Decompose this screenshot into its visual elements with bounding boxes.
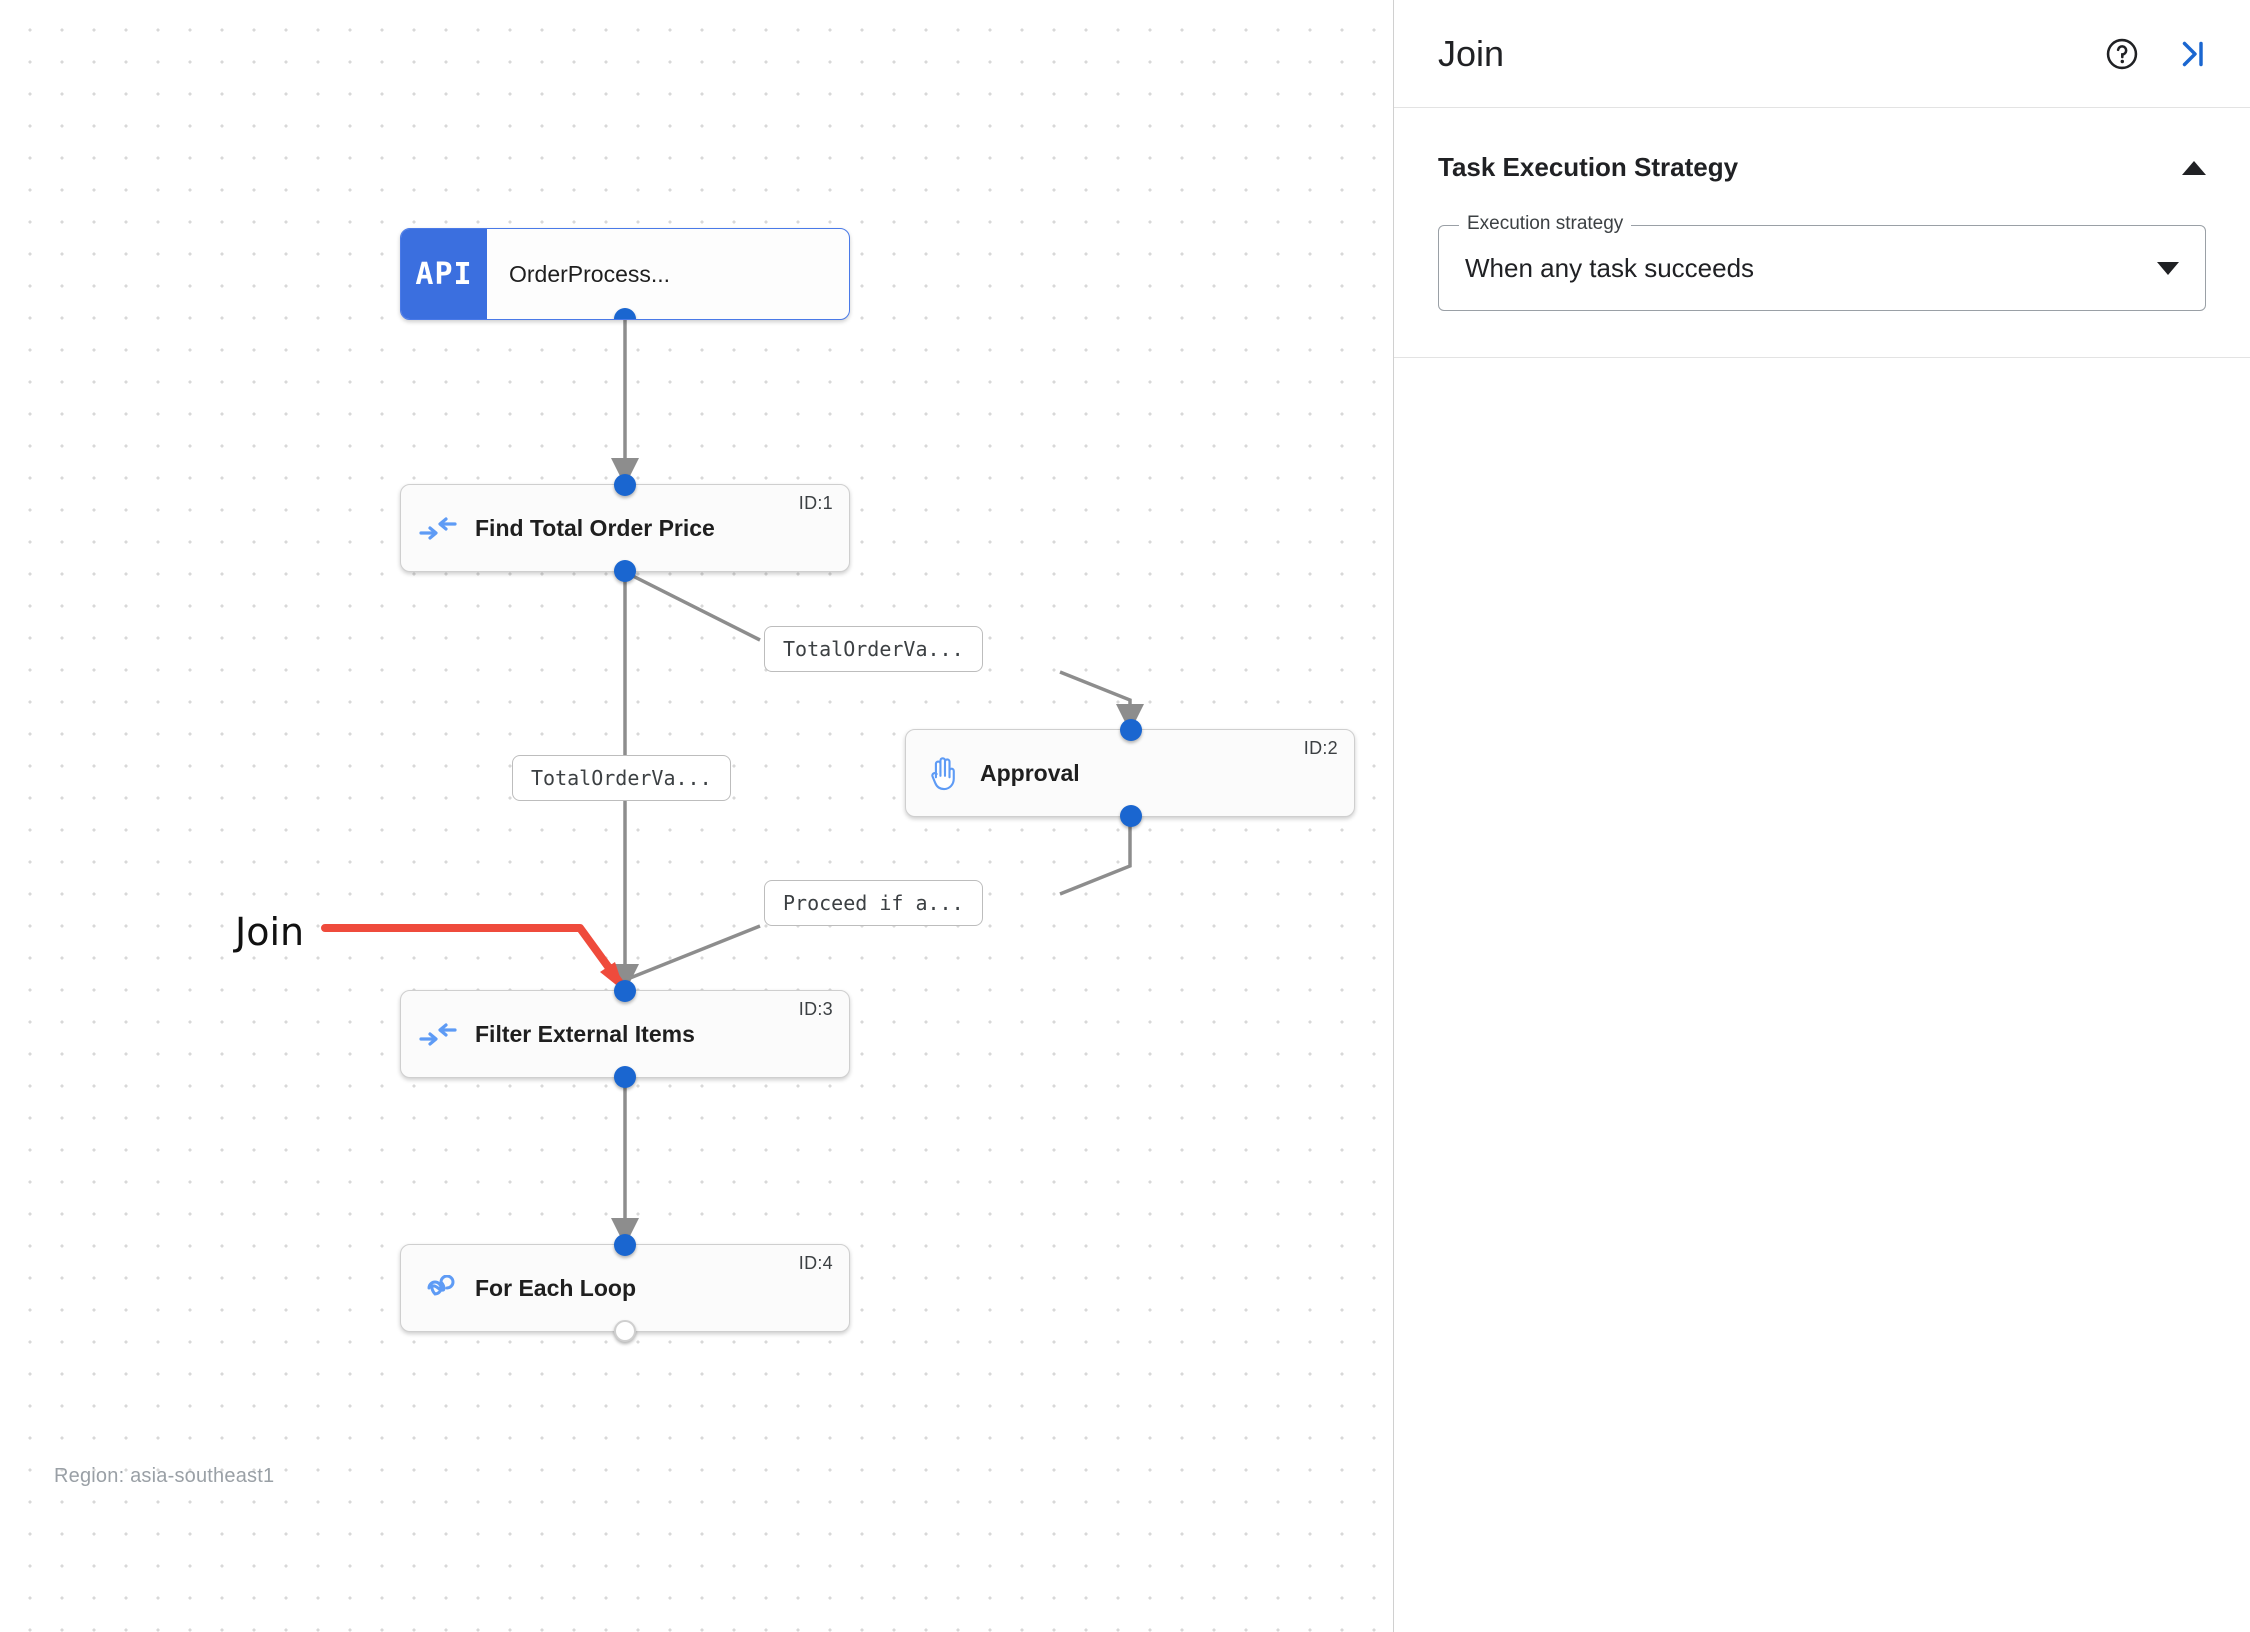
connector-in[interactable] bbox=[1120, 719, 1142, 741]
panel-header: Join bbox=[1394, 0, 2250, 108]
connector-in[interactable] bbox=[614, 474, 636, 496]
node-title: Find Total Order Price bbox=[475, 514, 715, 541]
execution-strategy-label: Execution strategy bbox=[1459, 214, 1632, 233]
edge-label-proceed-if-approved[interactable]: Proceed if a... bbox=[764, 880, 983, 926]
node-filter-external-items[interactable]: Filter External Items ID:3 bbox=[400, 980, 850, 1088]
connector-out[interactable] bbox=[1120, 805, 1142, 827]
node-id-badge: ID:3 bbox=[798, 999, 833, 1019]
node-approval[interactable]: Approval ID:2 bbox=[905, 719, 1355, 827]
task-execution-strategy-section: Task Execution Strategy Execution strate… bbox=[1394, 108, 2250, 358]
execution-strategy-value: When any task succeeds bbox=[1465, 252, 1755, 283]
node-title: OrderProcess... bbox=[509, 260, 671, 287]
details-panel: Join Task Execu bbox=[1394, 0, 2250, 1632]
node-title: Filter External Items bbox=[475, 1020, 695, 1047]
edge-label-total-order-value-1[interactable]: TotalOrderVa... bbox=[764, 626, 983, 672]
api-icon: API bbox=[401, 229, 487, 319]
node-title: Approval bbox=[980, 759, 1080, 786]
merge-arrows-icon bbox=[401, 513, 475, 543]
node-for-each-loop[interactable]: For Each Loop ID:4 bbox=[400, 1234, 850, 1342]
collapse-panel-icon[interactable] bbox=[2174, 36, 2210, 72]
node-id-badge: ID:4 bbox=[798, 1253, 833, 1273]
node-find-total-order-price[interactable]: Find Total Order Price ID:1 bbox=[400, 474, 850, 582]
execution-strategy-field: Execution strategy When any task succeed… bbox=[1438, 214, 2206, 311]
connector-out[interactable] bbox=[614, 308, 636, 319]
join-annotation-arrow bbox=[321, 924, 625, 992]
connector-in[interactable] bbox=[614, 980, 636, 1002]
help-circle-icon[interactable] bbox=[2104, 36, 2140, 72]
node-id-badge: ID:1 bbox=[798, 493, 833, 513]
merge-arrows-icon bbox=[401, 1019, 475, 1049]
connector-in[interactable] bbox=[614, 1234, 636, 1256]
node-trigger-orderprocess[interactable]: API OrderProcess... bbox=[400, 228, 850, 320]
canvas-panel-divider bbox=[1393, 0, 1394, 1632]
panel-title: Join bbox=[1438, 32, 1505, 74]
section-title: Task Execution Strategy bbox=[1438, 152, 1739, 182]
node-id-badge: ID:2 bbox=[1303, 738, 1338, 758]
chevron-up-icon[interactable] bbox=[2182, 160, 2206, 175]
region-label: Region: asia-southeast1 bbox=[54, 1465, 275, 1487]
connector-out[interactable] bbox=[614, 1320, 636, 1342]
workflow-canvas[interactable]: Join API OrderProcess... Find Total Orde… bbox=[0, 0, 1394, 1632]
edge-label-total-order-value-2[interactable]: TotalOrderVa... bbox=[512, 755, 731, 801]
caret-down-icon[interactable] bbox=[2157, 261, 2179, 275]
hand-icon bbox=[906, 754, 980, 792]
join-annotation-label: Join bbox=[235, 910, 305, 954]
infinity-icon bbox=[401, 1275, 475, 1301]
connector-out[interactable] bbox=[614, 560, 636, 582]
execution-strategy-select[interactable]: Execution strategy When any task succeed… bbox=[1438, 214, 2206, 311]
connector-out[interactable] bbox=[614, 1066, 636, 1088]
node-title: For Each Loop bbox=[475, 1274, 636, 1301]
section-header[interactable]: Task Execution Strategy bbox=[1438, 152, 2206, 183]
